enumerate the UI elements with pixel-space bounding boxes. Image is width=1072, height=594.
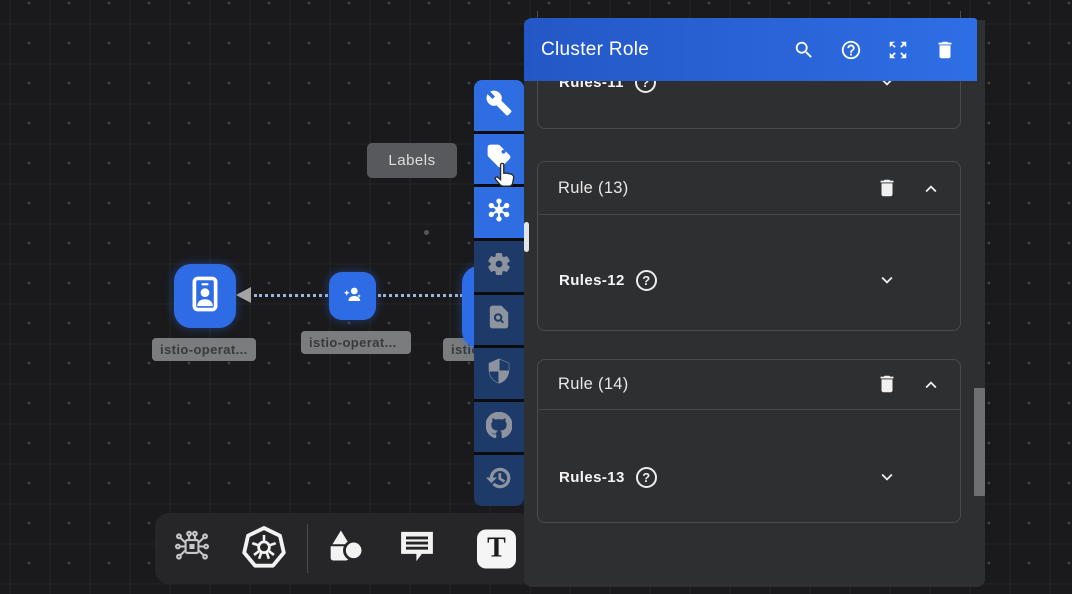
circuit-icon [171,525,213,572]
help-icon[interactable]: ? [635,466,657,488]
kubernetes-tool-button[interactable] [241,523,287,574]
rule-title: Rule (14) [558,375,629,393]
shapes-tool-button[interactable] [323,523,369,574]
doc-search-icon [486,304,512,335]
edge-node3-to-node2 [378,294,463,297]
node-label-chip: istio-operat... [152,338,256,361]
text-tool-button[interactable]: T [477,529,516,568]
mesh-tool-button[interactable] [474,187,524,238]
doc-search-tool-button[interactable] [474,294,524,346]
node-cluster-role-binding[interactable] [174,264,236,328]
panel-title: Cluster Role [541,38,650,60]
github-icon [485,411,513,443]
canvas-anchor-dot [424,230,429,235]
field-label: Rules-13 [559,468,625,486]
search-icon[interactable] [793,39,815,61]
cluster-role-panel: Rules-11 ? Rule (13) Rules-12 ? [524,11,985,587]
wrench-icon [486,90,512,121]
delete-icon[interactable] [934,39,956,61]
field-label: Rules-12 [559,271,625,289]
delete-rule-icon[interactable] [876,177,898,199]
id-badge-icon [188,274,222,319]
gear-icon [486,251,512,282]
node-tool-rail [474,80,524,506]
edge-arrowhead [236,287,251,303]
labels-tool-button[interactable] [474,133,524,185]
rule-14-header[interactable]: Rule (14) [538,360,960,410]
panel-scrollbar-thumb[interactable] [974,388,985,496]
help-icon[interactable] [840,39,862,61]
mesh-hub-icon [486,197,512,228]
help-icon[interactable]: ? [635,269,657,291]
panel-header-actions [793,39,956,61]
history-icon [485,465,512,496]
rule-14-card: Rule (14) Rules-13 ? [537,359,961,523]
security-tool-button[interactable] [474,348,524,399]
node-service-account[interactable] [329,272,376,320]
edge-node2-to-node1 [254,294,328,297]
label-tag-icon [486,143,512,174]
chevron-up-icon[interactable] [920,374,942,396]
rule-13-header[interactable]: Rule (13) [538,162,960,215]
node-label-chip: istio-operat... [301,331,411,354]
panel-header: Cluster Role [524,18,977,81]
circuit-tool-button[interactable] [171,525,213,572]
panel-left-scrollbar-thumb[interactable] [524,222,529,252]
settings-tool-button[interactable] [474,240,524,292]
shapes-icon [323,523,369,574]
user-plus-icon [340,281,366,312]
wrench-tool-button[interactable] [474,80,524,131]
chevron-down-icon[interactable] [876,269,898,291]
text-tool-icon: T [477,529,516,568]
rule-13-card: Rule (13) Rules-12 ? [537,161,961,331]
expand-icon[interactable] [887,39,909,61]
rules-13-row: Rules-13 ? [538,452,960,502]
chevron-up-icon[interactable] [920,178,942,200]
shield-icon [486,358,512,389]
toolbar-divider [307,524,308,573]
hand-pointer-cursor [489,161,519,198]
comment-tool-button[interactable] [395,524,439,573]
rules-12-row: Rules-12 ? [538,255,960,305]
shape-toolbar: T [155,513,533,584]
labels-tooltip: Labels [367,143,457,178]
history-tool-button[interactable] [474,455,524,506]
kubernetes-icon [241,523,287,574]
comment-icon [395,524,439,573]
delete-rule-icon[interactable] [876,373,898,395]
github-tool-button[interactable] [474,401,524,453]
rule-title: Rule (13) [558,178,629,197]
chevron-down-icon[interactable] [876,466,898,488]
